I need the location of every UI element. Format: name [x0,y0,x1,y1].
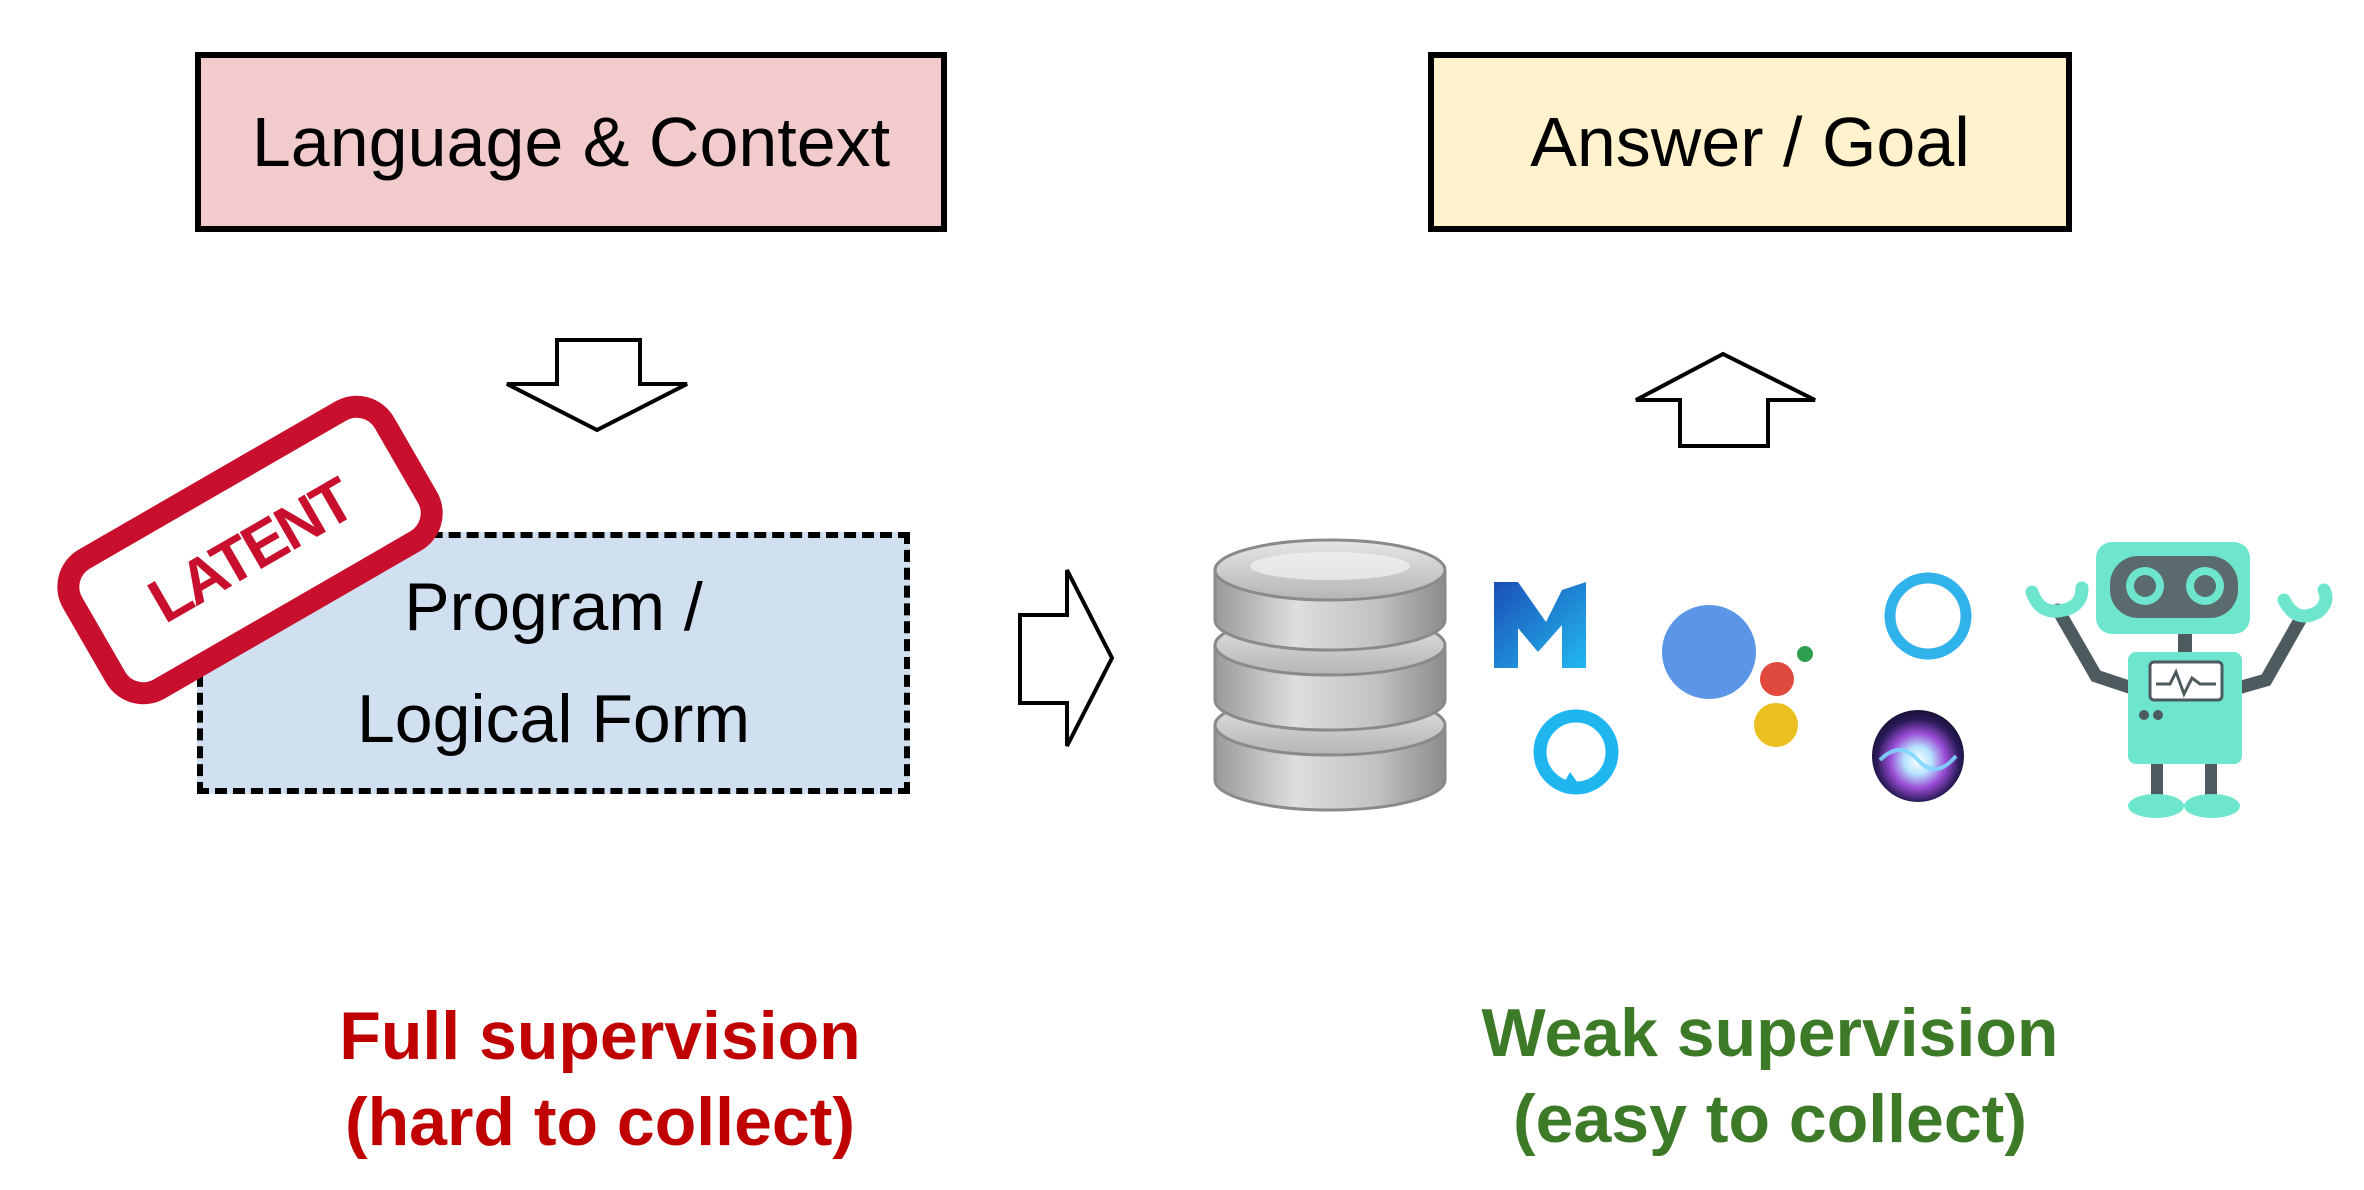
answer-goal-label: Answer / Goal [1530,103,1970,181]
program-label-line2: Logical Form [356,681,751,757]
answer-goal-box: Answer / Goal [1428,52,2072,232]
siri-icon [1872,710,1964,802]
right-arrow-icon [1018,569,1115,747]
messenger-m-icon [1494,582,1586,668]
program-label-line1: Program / [404,569,703,645]
weak-supervision-caption: Weak supervision (easy to collect) [1410,990,2130,1162]
language-context-label: Language & Context [251,103,891,181]
weak-supervision-title: Weak supervision [1481,995,2059,1071]
weak-supervision-subtitle: (easy to collect) [1513,1081,2027,1157]
full-supervision-title: Full supervision [339,998,861,1074]
latent-stamp: LATENT [57,395,443,705]
robot-icon [2025,542,2333,818]
language-context-box: Language & Context [195,52,947,232]
full-supervision-caption: Full supervision (hard to collect) [240,993,960,1165]
google-assistant-icon [1662,605,1813,747]
database-icon [1213,538,1447,812]
cortana-icon [1884,572,1972,660]
full-supervision-subtitle: (hard to collect) [344,1084,856,1160]
down-arrow-icon [506,338,688,433]
up-arrow-icon [1635,351,1816,448]
alexa-icon [1533,709,1619,795]
